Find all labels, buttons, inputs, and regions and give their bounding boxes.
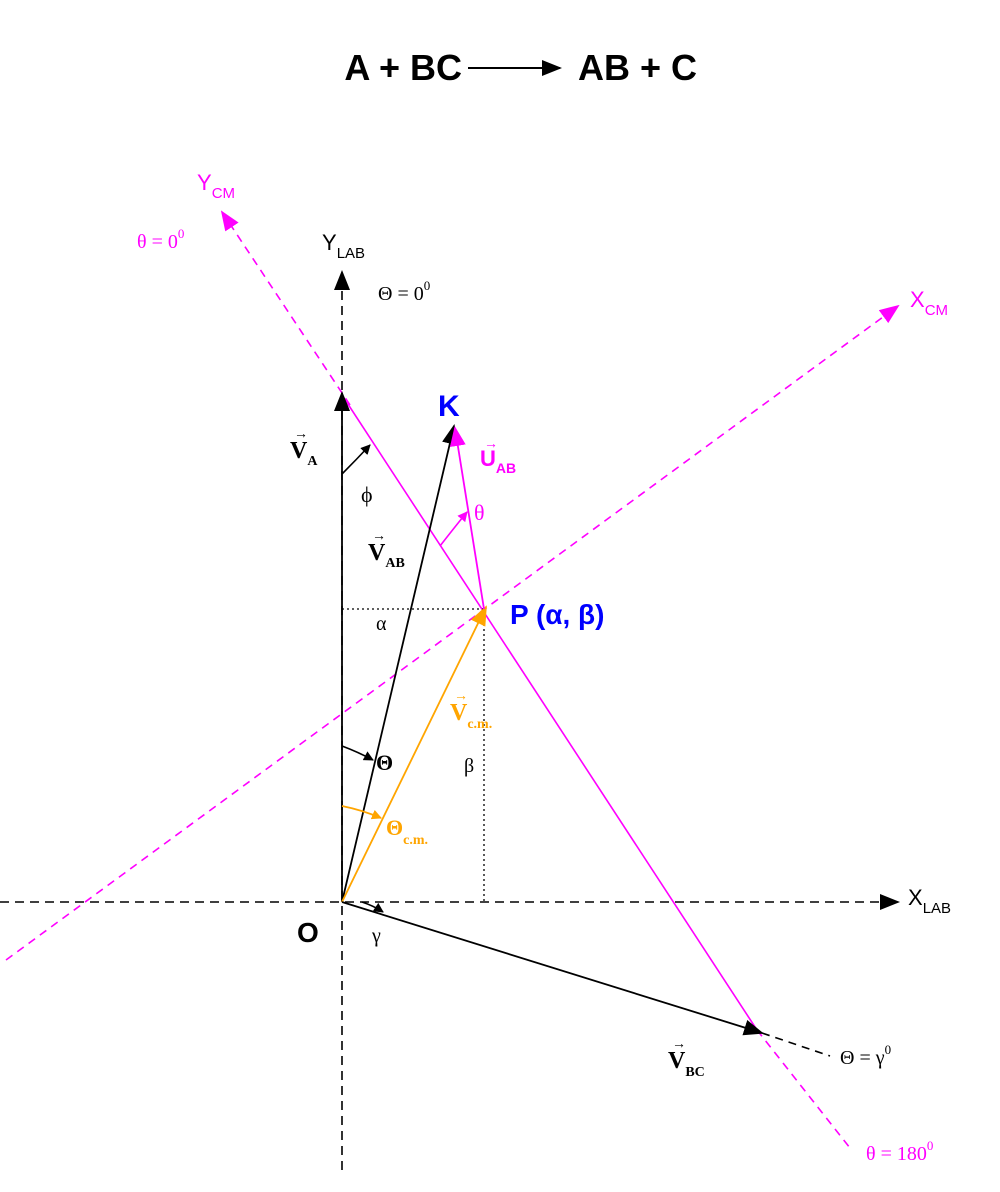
Theta-angle-arrow: [341, 745, 374, 761]
Theta-label: Θ: [376, 750, 393, 775]
x-cm-axis: [5, 304, 900, 961]
point-k-label: K: [438, 390, 460, 423]
gamma-angle-arrow: [361, 901, 384, 913]
v-bc-label: VBC: [668, 1048, 705, 1080]
v-ab-label: VAB: [368, 540, 405, 571]
u-ab-arrow-glyph: →: [484, 435, 498, 451]
origin-label: O: [297, 917, 319, 948]
Theta-gamma-label: Θ = γ0: [840, 1042, 891, 1069]
reaction-products: AB + C: [578, 47, 697, 88]
alpha-label: α: [376, 613, 387, 635]
u-ab-label: UAB: [480, 446, 516, 476]
phi-angle-arrow: [341, 444, 371, 475]
Theta-zero-label: Θ = 00: [378, 278, 430, 305]
y-cm-axis-upper: [220, 210, 351, 406]
theta-angle-arrow: [439, 511, 468, 547]
Theta-cm-label: Θc.m.: [386, 815, 428, 848]
phi-label: ϕ: [361, 482, 373, 507]
v-bc-extension: [761, 1032, 831, 1057]
v-cm-arrow-glyph: →: [454, 689, 468, 704]
v-bc-arrow-glyph: →: [672, 1037, 686, 1052]
v-a-arrow-glyph: →: [294, 427, 308, 442]
u-ab-vector: [449, 426, 485, 610]
point-p-label: P (α, β): [510, 599, 604, 630]
beta-label: β: [464, 755, 474, 777]
x-lab-label: XLAB: [908, 885, 951, 917]
theta-label: θ: [474, 500, 485, 525]
y-cm-axis-solid: [341, 394, 758, 1031]
v-a-label: VA: [290, 438, 318, 469]
theta-180-label: θ = 1800: [866, 1138, 933, 1165]
Theta-cm-angle-arrow: [341, 805, 382, 820]
v-cm-vector: [341, 605, 487, 903]
v-ab-vector: [341, 424, 458, 903]
y-cm-axis-lower: [756, 1029, 851, 1149]
reaction-reactants: A + BC: [344, 47, 462, 88]
v-ab-arrow-glyph: →: [372, 529, 386, 544]
gamma-label: γ: [371, 925, 381, 947]
y-lab-label: YLAB: [322, 230, 365, 262]
v-bc-vector: [341, 901, 764, 1036]
theta-zero-label: θ = 00: [137, 226, 184, 253]
y-cm-label: YCM: [197, 170, 235, 202]
v-cm-label: Vc.m.: [450, 700, 492, 732]
x-cm-label: XCM: [910, 287, 948, 319]
